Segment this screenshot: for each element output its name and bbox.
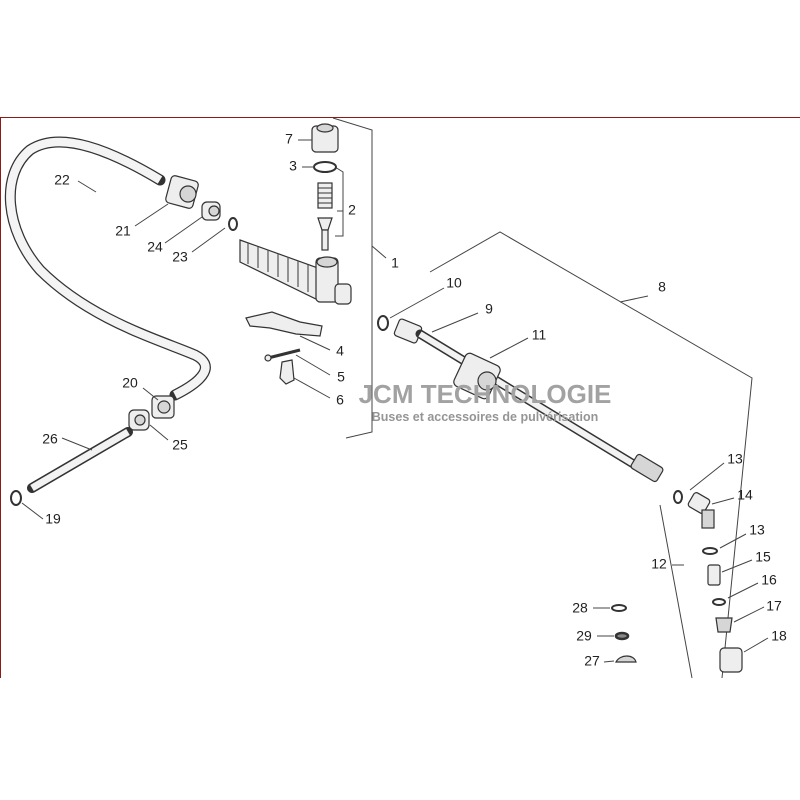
label-24: 24 [147,239,163,255]
leader-lines [21,139,769,663]
nut-part-21 [165,175,199,209]
label-23: 23 [172,249,188,265]
watermark-subtitle: Buses et accessoires de pulvérisation [372,410,599,424]
label-6: 6 [336,392,344,408]
label-21: 21 [115,223,131,239]
label-15: 15 [755,549,771,565]
label-26: 26 [42,431,58,447]
label-13b: 13 [749,522,765,538]
group-2-bracket [334,166,344,237]
label-2: 2 [348,202,356,218]
oring-part-10 [377,315,389,331]
oring-part-19 [10,490,22,506]
label-12: 12 [651,556,667,572]
oring-part-13a [673,490,683,504]
label-4: 4 [336,343,344,359]
label-5: 5 [337,369,345,385]
group-12-bracket [659,504,693,679]
label-13a: 13 [727,451,743,467]
filter-part-15 [707,564,721,586]
nut-part-20 [151,395,175,419]
group-8-bracket [429,231,753,679]
label-20: 20 [122,375,138,391]
oring-part-3 [313,161,337,173]
tube-part-26 [27,427,133,493]
cap-part-7 [311,123,339,153]
label-19: 19 [45,511,61,527]
lance-part-9 [393,318,664,483]
disc-part-29 [614,631,630,641]
label-8: 8 [658,279,666,295]
label-28: 28 [572,600,588,616]
tip-part-27 [615,655,637,663]
label-14: 14 [737,487,753,503]
label-18: 18 [771,628,787,644]
oring-part-13b [702,547,718,555]
oring-part-23 [228,217,238,231]
label-17: 17 [766,598,782,614]
label-16: 16 [761,572,777,588]
tip-part-17 [715,617,733,633]
nut-part-11 [453,352,501,400]
valve-stem-part [317,217,333,251]
label-22: 22 [54,172,70,188]
spray-gun-body-part-1 [239,239,352,305]
frame-border [0,117,800,678]
label-9: 9 [485,301,493,317]
label-25: 25 [172,437,188,453]
label-29: 29 [576,628,592,644]
cap-part-18 [719,647,743,673]
pin-part-5 [264,348,301,362]
fitting-part-25 [128,409,150,431]
label-11: 11 [532,327,547,343]
label-7: 7 [285,131,293,147]
fitting-part-24 [201,201,221,221]
label-27: 27 [584,653,600,669]
swivel-part-14 [687,492,715,529]
washer-part-28 [611,604,627,612]
label-1: 1 [391,255,399,271]
part-labels: 1 2 3 4 5 6 7 8 9 10 11 12 13 13 14 15 1… [42,131,787,669]
label-10: 10 [446,275,462,291]
trigger-part-4 [245,311,323,337]
group-1-bracket [332,117,387,439]
hose-part-22-inner [6,137,210,399]
label-3: 3 [289,158,297,174]
washer-part-16 [712,598,726,606]
watermark-title: JCM TECHNOLOGIE [359,379,612,409]
spring-part [317,182,333,209]
clip-part-6 [279,359,295,385]
